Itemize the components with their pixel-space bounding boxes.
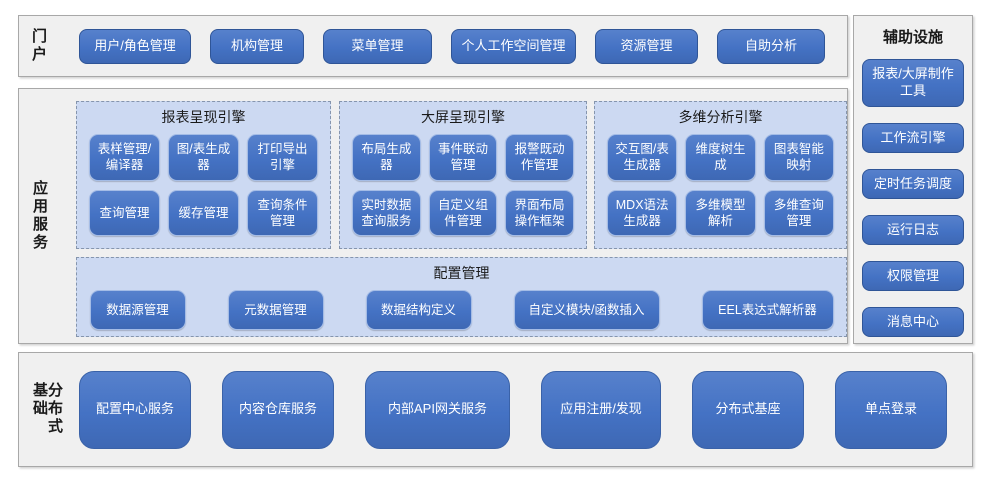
portal-label: 门户 xyxy=(30,28,47,64)
btn-report-style-compiler[interactable]: 表样管理/编译器 xyxy=(89,134,160,181)
auxiliary-column: 辅助设施 报表/大屏制作工具 工作流引擎 定时任务调度 运行日志 权限管理 消息… xyxy=(854,16,972,343)
btn-multidim-query-mgmt[interactable]: 多维查询管理 xyxy=(763,189,834,236)
btn-personal-workspace-mgmt[interactable]: 个人工作空间管理 xyxy=(451,28,576,64)
btn-query-condition-mgmt[interactable]: 查询条件管理 xyxy=(247,189,318,236)
report-engine-title: 报表呈现引擎 xyxy=(161,109,246,125)
btn-permission-mgmt[interactable]: 权限管理 xyxy=(862,261,964,291)
portal-section: 门户 用户/角色管理 机构管理 菜单管理 个人工作空间管理 资源管理 自助分析 xyxy=(18,15,848,77)
report-engine-panel: 报表呈现引擎 表样管理/编译器 图/表生成器 打印导出引擎 查询管理 缓存管理 … xyxy=(76,101,331,249)
btn-data-structure-definition[interactable]: 数据结构定义 xyxy=(365,290,472,330)
screen-engine-title: 大屏呈现引擎 xyxy=(421,109,505,125)
btn-multidim-model-parsing[interactable]: 多维模型解析 xyxy=(685,189,756,236)
btn-menu-mgmt[interactable]: 菜单管理 xyxy=(323,28,432,64)
portal-row: 门户 用户/角色管理 机构管理 菜单管理 个人工作空间管理 资源管理 自助分析 xyxy=(19,16,847,76)
btn-query-mgmt[interactable]: 查询管理 xyxy=(89,189,160,236)
btn-print-export-engine[interactable]: 打印导出引擎 xyxy=(247,134,318,181)
btn-resource-mgmt[interactable]: 资源管理 xyxy=(595,28,698,64)
btn-app-register-discovery[interactable]: 应用注册/发现 xyxy=(541,370,661,449)
btn-alarm-action-mgmt[interactable]: 报警既动作管理 xyxy=(505,134,574,181)
screen-engine-panel: 大屏呈现引擎 布局生成器 事件联动管理 报警既动作管理 实时数据查询服务 自定义… xyxy=(339,101,587,249)
distributed-section: 分布式基础 配置中心服务 内容仓库服务 内部API网关服务 应用注册/发现 分布… xyxy=(18,352,973,467)
screen-engine-grid: 布局生成器 事件联动管理 报警既动作管理 实时数据查询服务 自定义组件管理 界面… xyxy=(340,129,586,248)
btn-interactive-chart-generator[interactable]: 交互图/表生成器 xyxy=(607,134,678,181)
config-mgmt-panel: 配置管理 数据源管理 元数据管理 数据结构定义 自定义模块/函数插入 EEL表达… xyxy=(76,257,847,337)
distributed-row: 配置中心服务 内容仓库服务 内部API网关服务 应用注册/发现 分布式基座 单点… xyxy=(79,353,947,466)
olap-engine-panel: 多维分析引擎 交互图/表生成器 维度树生成 图表智能映射 MDX语法生成器 多维… xyxy=(594,101,847,249)
btn-workflow-engine[interactable]: 工作流引擎 xyxy=(862,123,964,153)
btn-internal-api-gateway-service[interactable]: 内部API网关服务 xyxy=(365,370,510,449)
report-engine-grid: 表样管理/编译器 图/表生成器 打印导出引擎 查询管理 缓存管理 查询条件管理 xyxy=(77,129,330,248)
config-mgmt-row: 数据源管理 元数据管理 数据结构定义 自定义模块/函数插入 EEL表达式解析器 xyxy=(77,285,846,330)
btn-metadata-mgmt[interactable]: 元数据管理 xyxy=(227,290,324,330)
app-services-section: 应用服务 报表呈现引擎 表样管理/编译器 图/表生成器 打印导出引擎 查询管理 … xyxy=(18,88,848,344)
btn-org-mgmt[interactable]: 机构管理 xyxy=(210,28,304,64)
btn-eel-expression-parser[interactable]: EEL表达式解析器 xyxy=(701,290,834,330)
btn-layout-generator[interactable]: 布局生成器 xyxy=(352,134,421,181)
btn-report-screen-maker-tool[interactable]: 报表/大屏制作工具 xyxy=(862,59,964,107)
btn-chart-table-generator[interactable]: 图/表生成器 xyxy=(168,134,239,181)
auxiliary-section: 辅助设施 报表/大屏制作工具 工作流引擎 定时任务调度 运行日志 权限管理 消息… xyxy=(853,15,973,344)
auxiliary-title: 辅助设施 xyxy=(882,29,943,46)
btn-mdx-syntax-generator[interactable]: MDX语法生成器 xyxy=(607,189,678,236)
btn-dimension-tree-generation[interactable]: 维度树生成 xyxy=(685,134,756,181)
btn-datasource-mgmt[interactable]: 数据源管理 xyxy=(89,290,186,330)
btn-self-service-analysis[interactable]: 自助分析 xyxy=(717,28,825,64)
btn-cache-mgmt[interactable]: 缓存管理 xyxy=(168,189,239,236)
config-mgmt-title: 配置管理 xyxy=(433,265,490,281)
btn-custom-component-mgmt[interactable]: 自定义组件管理 xyxy=(428,189,498,236)
btn-custom-module-function-insert[interactable]: 自定义模块/函数插入 xyxy=(513,290,660,330)
btn-run-logs[interactable]: 运行日志 xyxy=(862,215,964,245)
btn-scheduled-task-scheduler[interactable]: 定时任务调度 xyxy=(862,169,964,199)
btn-chart-smart-mapping[interactable]: 图表智能映射 xyxy=(763,134,834,181)
distributed-label: 分布式基础 xyxy=(31,381,63,436)
btn-realtime-data-query-service[interactable]: 实时数据查询服务 xyxy=(352,189,421,236)
olap-engine-grid: 交互图/表生成器 维度树生成 图表智能映射 MDX语法生成器 多维模型解析 多维… xyxy=(595,129,846,248)
btn-content-repo-service[interactable]: 内容仓库服务 xyxy=(222,370,334,449)
btn-distributed-base[interactable]: 分布式基座 xyxy=(692,370,804,449)
olap-engine-title: 多维分析引擎 xyxy=(678,109,763,125)
btn-ui-layout-framework[interactable]: 界面布局操作框架 xyxy=(505,189,574,236)
btn-message-center[interactable]: 消息中心 xyxy=(862,307,964,337)
btn-single-sign-on[interactable]: 单点登录 xyxy=(835,370,947,449)
app-services-label: 应用服务 xyxy=(31,180,48,252)
btn-event-linkage-mgmt[interactable]: 事件联动管理 xyxy=(428,134,498,181)
btn-config-center-service[interactable]: 配置中心服务 xyxy=(79,370,191,449)
btn-user-role-mgmt[interactable]: 用户/角色管理 xyxy=(79,28,191,64)
